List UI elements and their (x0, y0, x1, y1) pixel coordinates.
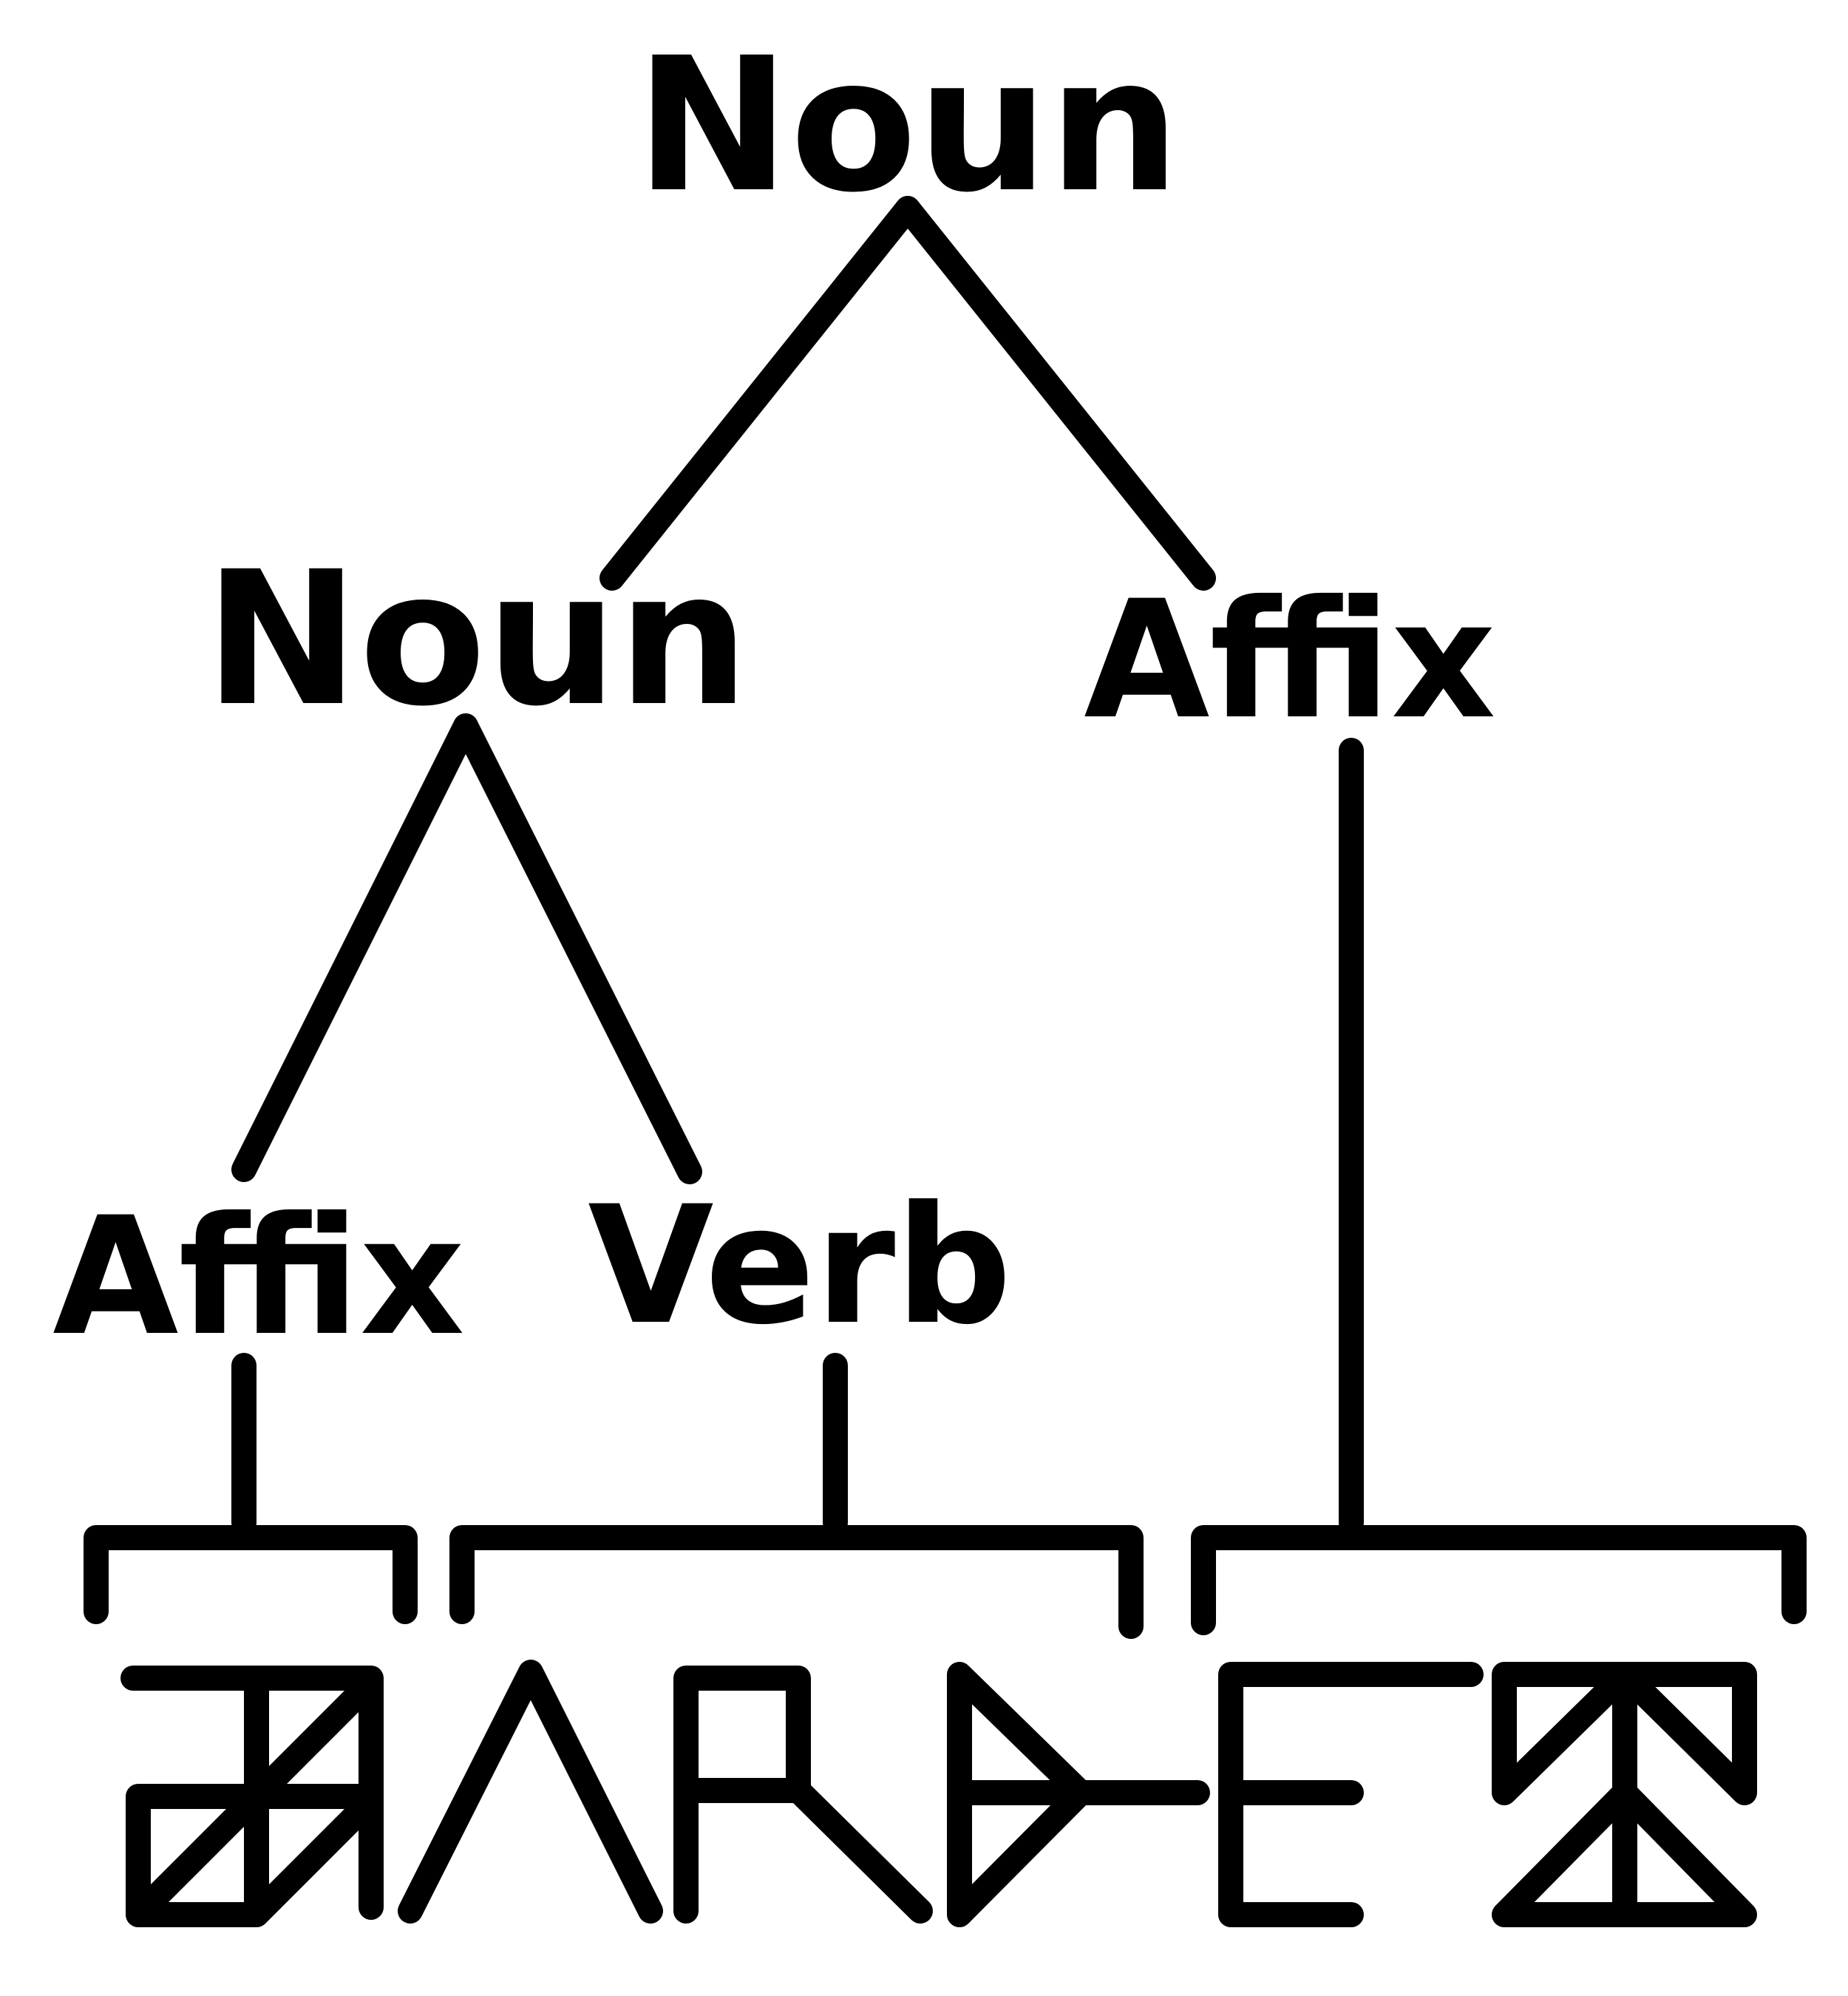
node-affix-left: Affix (52, 1182, 465, 1371)
bracket-segment-1 (84, 1525, 418, 1624)
glyph-3a (1218, 1662, 1484, 1927)
bracket-segment-2 (449, 1525, 1144, 1639)
node-affix-right: Affix (1084, 566, 1496, 755)
branch-noun-to-verb (453, 713, 702, 1184)
branch-noun-to-affix (231, 713, 478, 1182)
glyph-group-1 (120, 1666, 384, 1927)
branch-root-to-noun (599, 196, 920, 591)
node-verb: Verb (588, 1171, 1012, 1360)
glyph-2a (398, 1660, 663, 1924)
branch-root-to-affix (895, 196, 1216, 591)
glyph-2b (673, 1666, 933, 1924)
glyph-group-3 (1218, 1662, 1757, 1927)
node-root-noun: Noun (635, 18, 1181, 233)
glyph-group-2 (398, 1660, 1210, 1927)
glyph-2c (947, 1662, 1210, 1927)
bracket-segment-3 (1191, 1525, 1807, 1635)
glyph-3b (1492, 1662, 1757, 1927)
glyph-1a (120, 1666, 384, 1927)
node-noun: Noun (204, 532, 750, 747)
